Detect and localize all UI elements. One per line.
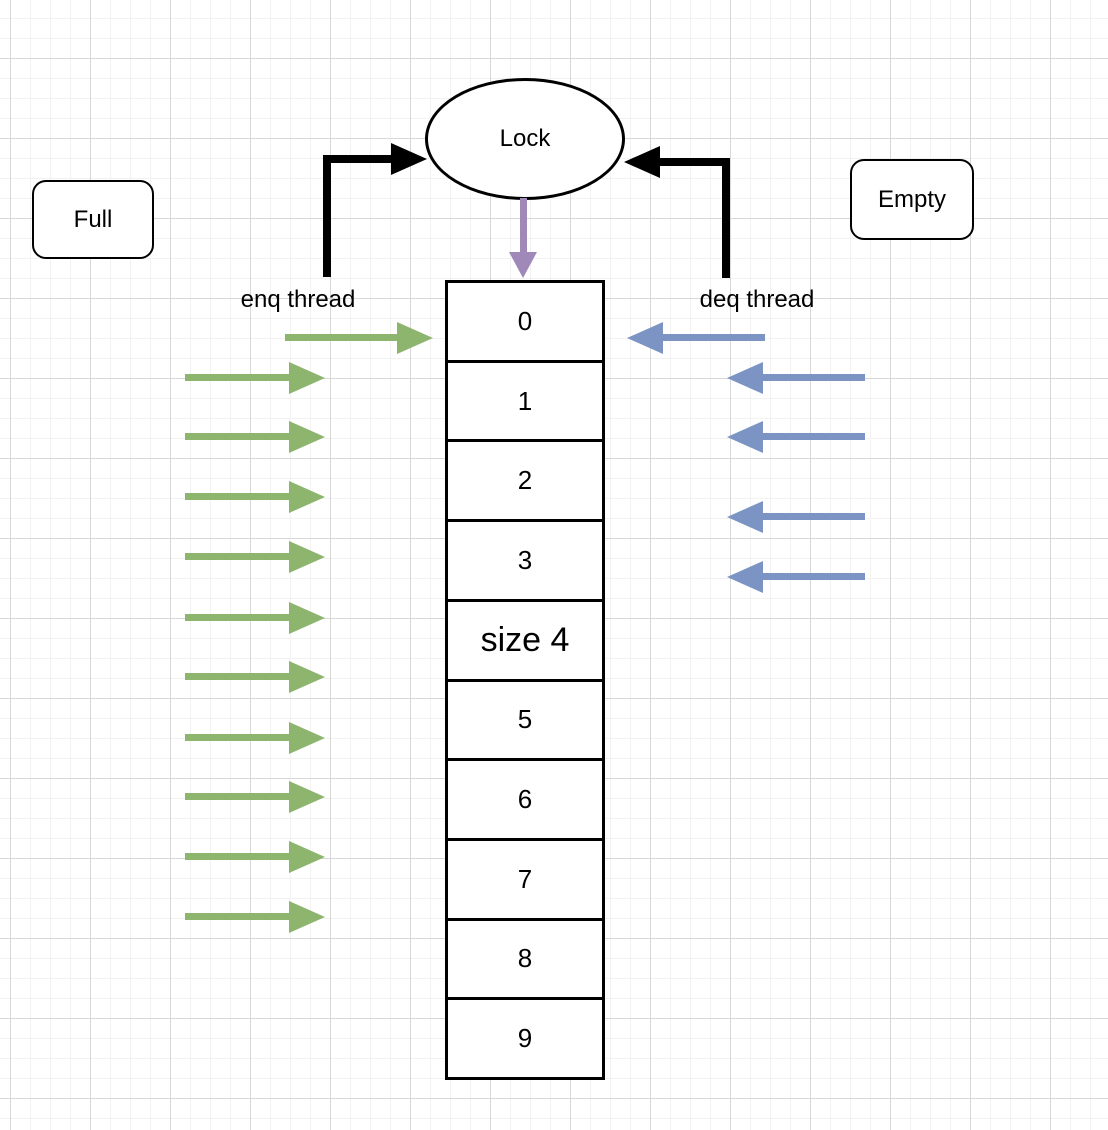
enq-lock-arrowhead-icon <box>391 143 427 175</box>
enq-arrow-1[interactable] <box>185 362 325 394</box>
deq-arrow-3-shaft <box>757 513 865 520</box>
deq-arrow-1-head-icon <box>727 362 763 394</box>
enq-arrow-5-head-icon <box>289 602 325 634</box>
enq-arrow-4[interactable] <box>185 541 325 573</box>
queue-cell-5[interactable]: 5 <box>448 678 602 759</box>
enq-arrow-6-head-icon <box>289 661 325 693</box>
queue-cell-label: 0 <box>517 305 533 336</box>
enq-arrow-5-shaft <box>185 614 295 621</box>
enq-arrow-4-shaft <box>185 553 295 560</box>
enq-arrow-0[interactable] <box>285 322 433 354</box>
enq-arrow-8[interactable] <box>185 781 325 813</box>
enq-arrow-6-shaft <box>185 673 295 680</box>
queue-cell-label: size 4 <box>480 620 570 659</box>
deq-arrow-2-head-icon <box>727 421 763 453</box>
queue-cell-6[interactable]: 6 <box>448 758 602 838</box>
empty-state-node[interactable]: Empty <box>850 159 974 240</box>
enq-arrow-7-head-icon <box>289 722 325 754</box>
deq-arrow-0-head-icon <box>627 322 663 354</box>
enq-arrow-10[interactable] <box>185 901 325 933</box>
enq-arrow-0-head-icon <box>397 322 433 354</box>
enq-lock-connector-vertical <box>323 155 331 277</box>
enq-arrow-3[interactable] <box>185 481 325 513</box>
full-state-node[interactable]: Full <box>32 180 154 259</box>
enq-arrow-5[interactable] <box>185 602 325 634</box>
queue-cell-label: 5 <box>517 704 533 735</box>
queue-cell-label: 7 <box>517 863 533 894</box>
enq-arrow-1-shaft <box>185 374 295 381</box>
lock-node[interactable]: Lock <box>425 78 625 200</box>
deq-arrow-4-head-icon <box>727 561 763 593</box>
enq-arrow-7-shaft <box>185 734 295 741</box>
queue-cell-1[interactable]: 1 <box>448 359 602 440</box>
enq-arrow-6[interactable] <box>185 661 325 693</box>
lock-label: Lock <box>499 125 551 152</box>
enq-arrow-8-shaft <box>185 793 295 800</box>
enq-arrow-1-head-icon <box>289 362 325 394</box>
queue-cell-label: 2 <box>517 465 533 496</box>
deq-arrow-3-head-icon <box>727 501 763 533</box>
lock-queue-arrowhead-icon <box>509 252 537 278</box>
deq-arrow-1-shaft <box>757 374 865 381</box>
queue-cell-label: 6 <box>517 784 533 815</box>
queue-cell-0[interactable]: 0 <box>448 283 602 360</box>
deq-arrow-4[interactable] <box>727 561 865 593</box>
lock-queue-pointer-shaft <box>520 198 527 252</box>
empty-label: Empty <box>877 185 946 213</box>
deq-arrow-0[interactable] <box>627 322 765 354</box>
deq-arrow-1[interactable] <box>727 362 865 394</box>
deq-arrow-0-shaft <box>657 334 765 341</box>
enq-arrow-2-head-icon <box>289 421 325 453</box>
deq-arrow-4-shaft <box>757 573 865 580</box>
enq-arrow-2-shaft <box>185 433 295 440</box>
queue-array[interactable]: 0 1 2 3 size 4 5 6 7 8 9 <box>445 280 605 1080</box>
enq-arrow-9-shaft <box>185 853 295 860</box>
enq-arrow-3-shaft <box>185 493 295 500</box>
enq-arrow-2[interactable] <box>185 421 325 453</box>
enq-arrow-7[interactable] <box>185 722 325 754</box>
enq-arrow-0-shaft <box>285 334 403 341</box>
queue-cell-label: 8 <box>517 943 533 974</box>
enq-arrow-10-shaft <box>185 913 295 920</box>
enq-arrow-3-head-icon <box>289 481 325 513</box>
deq-arrow-2[interactable] <box>727 421 865 453</box>
queue-cell-label: 3 <box>517 544 533 575</box>
queue-cell-2[interactable]: 2 <box>448 439 602 520</box>
queue-cell-label: 9 <box>517 1023 533 1054</box>
enq-arrow-4-head-icon <box>289 541 325 573</box>
deq-arrow-3[interactable] <box>727 501 865 533</box>
deq-lock-connector-horizontal <box>660 158 730 166</box>
queue-cell-4[interactable]: size 4 <box>448 598 602 679</box>
full-label: Full <box>73 205 113 233</box>
enq-arrow-10-head-icon <box>289 901 325 933</box>
queue-cell-7[interactable]: 7 <box>448 837 602 918</box>
enq-arrow-9-head-icon <box>289 841 325 873</box>
deq-lock-connector-vertical <box>722 158 730 278</box>
queue-cell-label: 1 <box>517 385 533 416</box>
enq-thread-label: enq thread <box>240 286 356 313</box>
queue-cell-9[interactable]: 9 <box>448 997 602 1078</box>
deq-lock-arrowhead-icon <box>624 146 660 178</box>
queue-cell-3[interactable]: 3 <box>448 519 602 599</box>
enq-arrow-8-head-icon <box>289 781 325 813</box>
enq-lock-connector-horizontal <box>323 155 393 163</box>
enq-arrow-9[interactable] <box>185 841 325 873</box>
queue-cell-8[interactable]: 8 <box>448 917 602 998</box>
deq-arrow-2-shaft <box>757 433 865 440</box>
deq-thread-label: deq thread <box>699 286 815 313</box>
